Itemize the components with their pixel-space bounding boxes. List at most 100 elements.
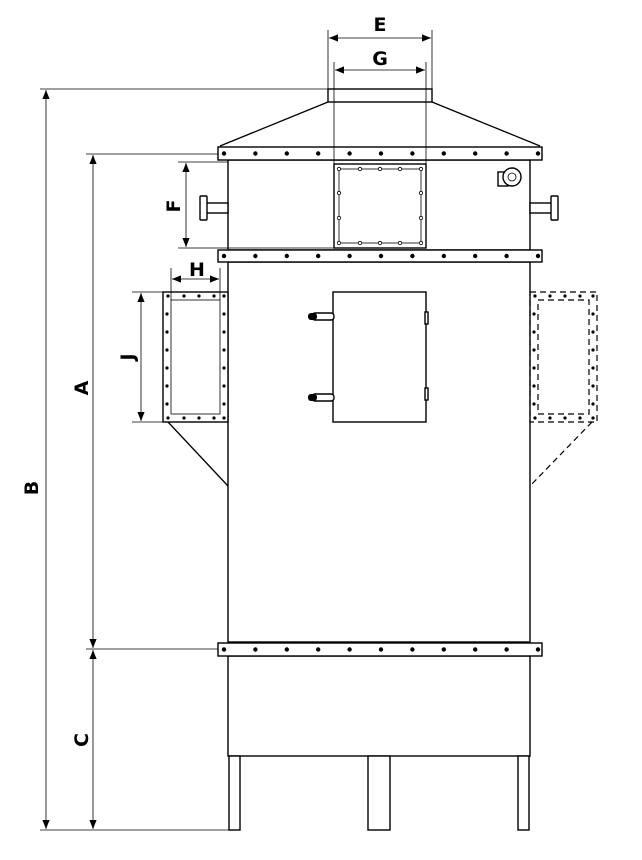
bolt	[357, 240, 363, 246]
bolt	[222, 366, 226, 370]
bolt	[377, 240, 383, 246]
bolt	[532, 330, 536, 334]
bolt	[591, 384, 595, 388]
right-side-pipe	[529, 195, 559, 221]
top-hood	[219, 88, 541, 147]
bolt	[591, 294, 595, 298]
bolt	[504, 151, 509, 156]
bolt	[441, 151, 446, 156]
bolt	[532, 312, 536, 316]
dimension-h: H	[170, 259, 221, 300]
right-inlet-optional	[529, 291, 598, 487]
bolt	[418, 190, 424, 196]
left-inlet-brace	[167, 421, 229, 487]
bolt	[473, 253, 478, 259]
bolt	[222, 384, 226, 388]
label-g: G	[372, 48, 388, 70]
bolt	[165, 330, 169, 334]
flange-bolts	[221, 151, 541, 652]
left-side-pipe	[199, 195, 229, 221]
bolt	[336, 190, 342, 196]
bolt	[591, 402, 595, 406]
bolt	[182, 294, 186, 298]
bolt	[548, 294, 552, 298]
bolt	[165, 312, 169, 316]
access-door	[308, 291, 429, 423]
bolt	[222, 312, 226, 316]
bolt	[316, 151, 321, 156]
bolt	[532, 384, 536, 388]
dimension-g: G	[333, 48, 427, 248]
bolt	[212, 294, 216, 298]
bolt	[532, 366, 536, 370]
bolt	[336, 166, 342, 172]
bolt	[548, 416, 552, 420]
bolt	[222, 416, 226, 420]
bolt	[532, 402, 536, 406]
dimension-e: E	[327, 14, 433, 89]
pressure-gauge	[497, 167, 522, 187]
bolt	[182, 416, 186, 420]
dimension-f: F	[163, 161, 334, 249]
leg-left	[228, 755, 241, 831]
door-latch-bottom	[308, 393, 335, 402]
left-inlet	[162, 291, 229, 487]
bolt	[473, 151, 478, 156]
bolt	[221, 253, 227, 259]
bolt	[284, 151, 289, 156]
bolt	[397, 240, 403, 246]
bolt	[253, 647, 258, 652]
bolt	[222, 348, 226, 352]
bolt	[336, 240, 342, 246]
bolt	[165, 348, 169, 352]
hood-cone	[219, 101, 541, 147]
bolt	[535, 647, 541, 652]
bolt	[578, 294, 582, 298]
bolt	[166, 294, 170, 298]
dimension-a: A	[71, 153, 218, 650]
bolt	[532, 348, 536, 352]
bolt	[221, 151, 227, 156]
bolt	[504, 253, 509, 259]
bolt	[336, 215, 342, 221]
top-outlet	[327, 88, 433, 103]
bolt	[535, 151, 541, 156]
support-legs	[228, 755, 530, 831]
dimension-c: C	[71, 650, 97, 829]
leg-center	[367, 755, 391, 831]
bolt	[165, 402, 169, 406]
bolt	[535, 253, 541, 259]
bolt	[591, 312, 595, 316]
dimension-b: B	[21, 88, 328, 831]
bolt	[347, 151, 352, 156]
bolt	[397, 166, 403, 172]
label-a: A	[71, 380, 93, 395]
label-c: C	[71, 733, 93, 747]
bolt	[591, 330, 595, 334]
bolt	[533, 294, 537, 298]
label-e: E	[374, 14, 387, 36]
bolt	[378, 647, 384, 652]
bolt	[253, 151, 258, 156]
bolt	[441, 647, 446, 652]
lower-section	[227, 655, 531, 757]
door-latch-top	[308, 312, 335, 321]
label-f: F	[163, 200, 185, 213]
bolt	[316, 253, 321, 259]
bolt	[410, 151, 415, 156]
bolt	[222, 294, 226, 298]
bolt	[441, 253, 446, 259]
bolt	[166, 416, 170, 420]
dimension-j: J	[117, 291, 163, 423]
bolt	[378, 253, 384, 259]
bolt	[378, 151, 384, 156]
bolt	[533, 416, 537, 420]
bolt	[165, 366, 169, 370]
bolt	[197, 294, 201, 298]
bolt	[197, 416, 201, 420]
upper-inspection-window	[333, 163, 427, 249]
bolt	[563, 294, 567, 298]
bolt	[347, 253, 352, 259]
bolt	[591, 366, 595, 370]
